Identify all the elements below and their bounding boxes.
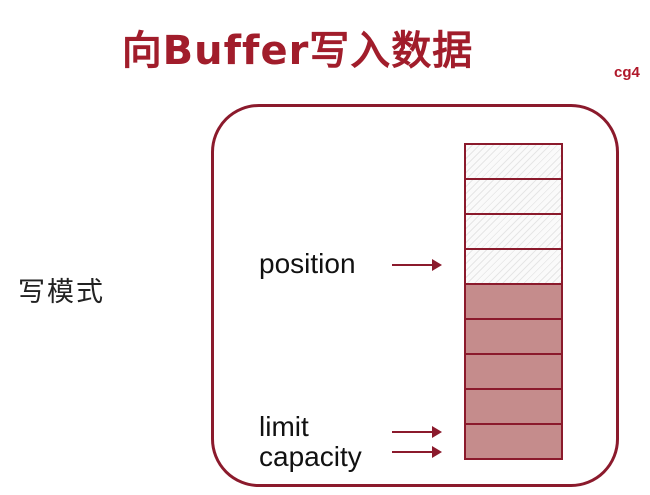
buffer-cell-filled bbox=[464, 283, 563, 318]
capacity-arrow bbox=[392, 446, 442, 458]
position-label: position bbox=[259, 248, 356, 279]
limit-arrow bbox=[392, 426, 442, 438]
mode-label: 写模式 bbox=[18, 277, 105, 308]
buffer-cell-filled bbox=[464, 318, 563, 353]
buffer-cell-filled bbox=[464, 423, 563, 460]
buffer-cells bbox=[464, 143, 563, 460]
buffer-frame bbox=[211, 104, 619, 487]
limit-label: limit bbox=[259, 411, 309, 442]
capacity-label: capacity bbox=[259, 441, 362, 472]
buffer-cell-empty bbox=[464, 213, 563, 248]
buffer-cell-filled bbox=[464, 388, 563, 423]
slide-title: 向Buffer写入数据 bbox=[121, 28, 474, 74]
corner-tag: cg4 bbox=[614, 64, 640, 81]
buffer-cell-empty bbox=[464, 178, 563, 213]
position-arrow bbox=[392, 259, 442, 271]
buffer-cell-empty bbox=[464, 143, 563, 178]
buffer-cell-empty bbox=[464, 248, 563, 283]
buffer-cell-filled bbox=[464, 353, 563, 388]
